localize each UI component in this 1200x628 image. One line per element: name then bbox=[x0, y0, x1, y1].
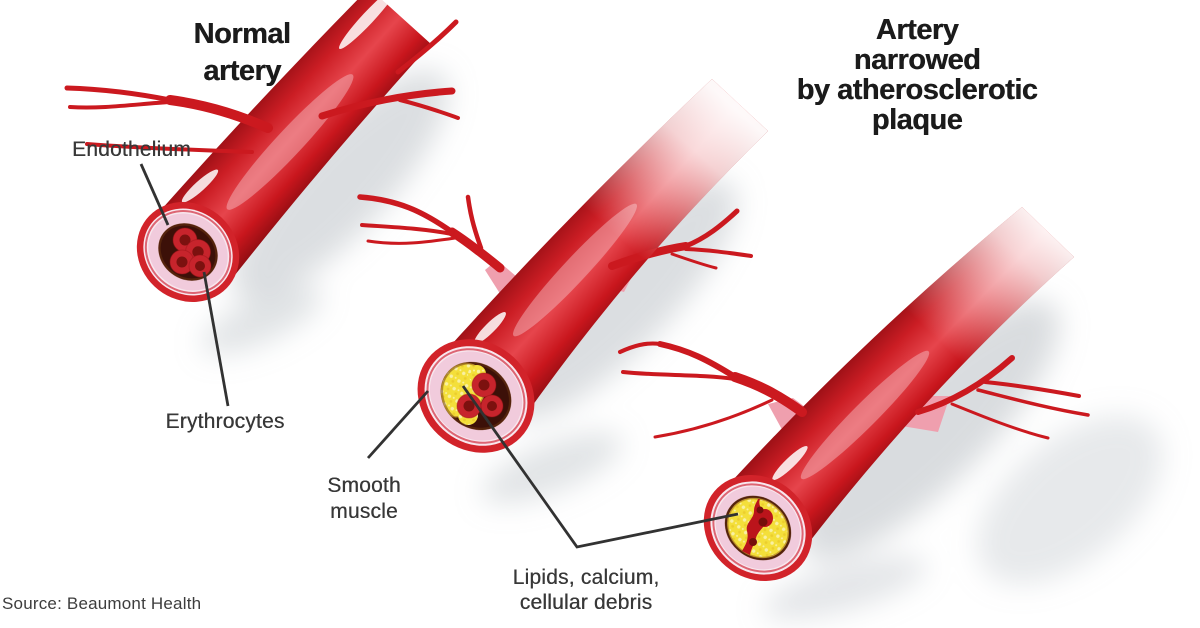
narrowed-artery-graphic bbox=[357, 79, 768, 453]
label-smooth-muscle: Smooth muscle bbox=[327, 473, 401, 525]
title-line: artery bbox=[203, 55, 281, 87]
artery-branches bbox=[618, 341, 1090, 440]
pointer-lines bbox=[139, 163, 739, 549]
narrowed-artery-cross-section bbox=[417, 339, 535, 453]
normal-artery-graphic bbox=[64, 0, 460, 302]
title-line: Artery bbox=[875, 14, 959, 46]
erythrocytes-cluster bbox=[169, 227, 212, 278]
label-line: Lipids, calcium, bbox=[512, 566, 660, 589]
erythrocytes-pointer-line bbox=[202, 271, 230, 407]
normal-artery-cross-section bbox=[136, 202, 240, 302]
title-normal-artery: Normal artery bbox=[142, 16, 342, 90]
label-plaque-contents: Lipids, calcium, cellular debris bbox=[513, 565, 660, 615]
title-line: by atherosclerotic bbox=[796, 74, 1038, 106]
endothelium-pointer-line bbox=[139, 163, 170, 226]
smooth-muscle-pointer-line bbox=[366, 390, 430, 459]
artery-branches bbox=[64, 19, 460, 154]
title-line: plaque bbox=[871, 104, 963, 136]
label-erythrocytes: Erythrocytes bbox=[165, 410, 285, 433]
title-line: Normal bbox=[193, 18, 291, 50]
title-line: narrowed bbox=[853, 44, 981, 76]
title-narrowed-artery: Artery narrowed by atherosclerotic plaqu… bbox=[757, 15, 1077, 135]
source-credit: Source: Beaumont Health bbox=[2, 594, 202, 613]
blocked-artery-graphic bbox=[618, 207, 1090, 582]
artery-branches bbox=[357, 194, 753, 273]
plaque-contents-pointer-line bbox=[461, 385, 739, 549]
label-line: cellular debris bbox=[519, 591, 653, 614]
label-line: muscle bbox=[330, 500, 398, 523]
blocked-artery-cross-section bbox=[703, 474, 813, 582]
erythrocytes-cluster bbox=[456, 372, 504, 419]
narrowed-channel bbox=[742, 499, 773, 555]
label-line: Smooth bbox=[327, 474, 401, 497]
label-endothelium: Endothelium bbox=[72, 138, 191, 161]
